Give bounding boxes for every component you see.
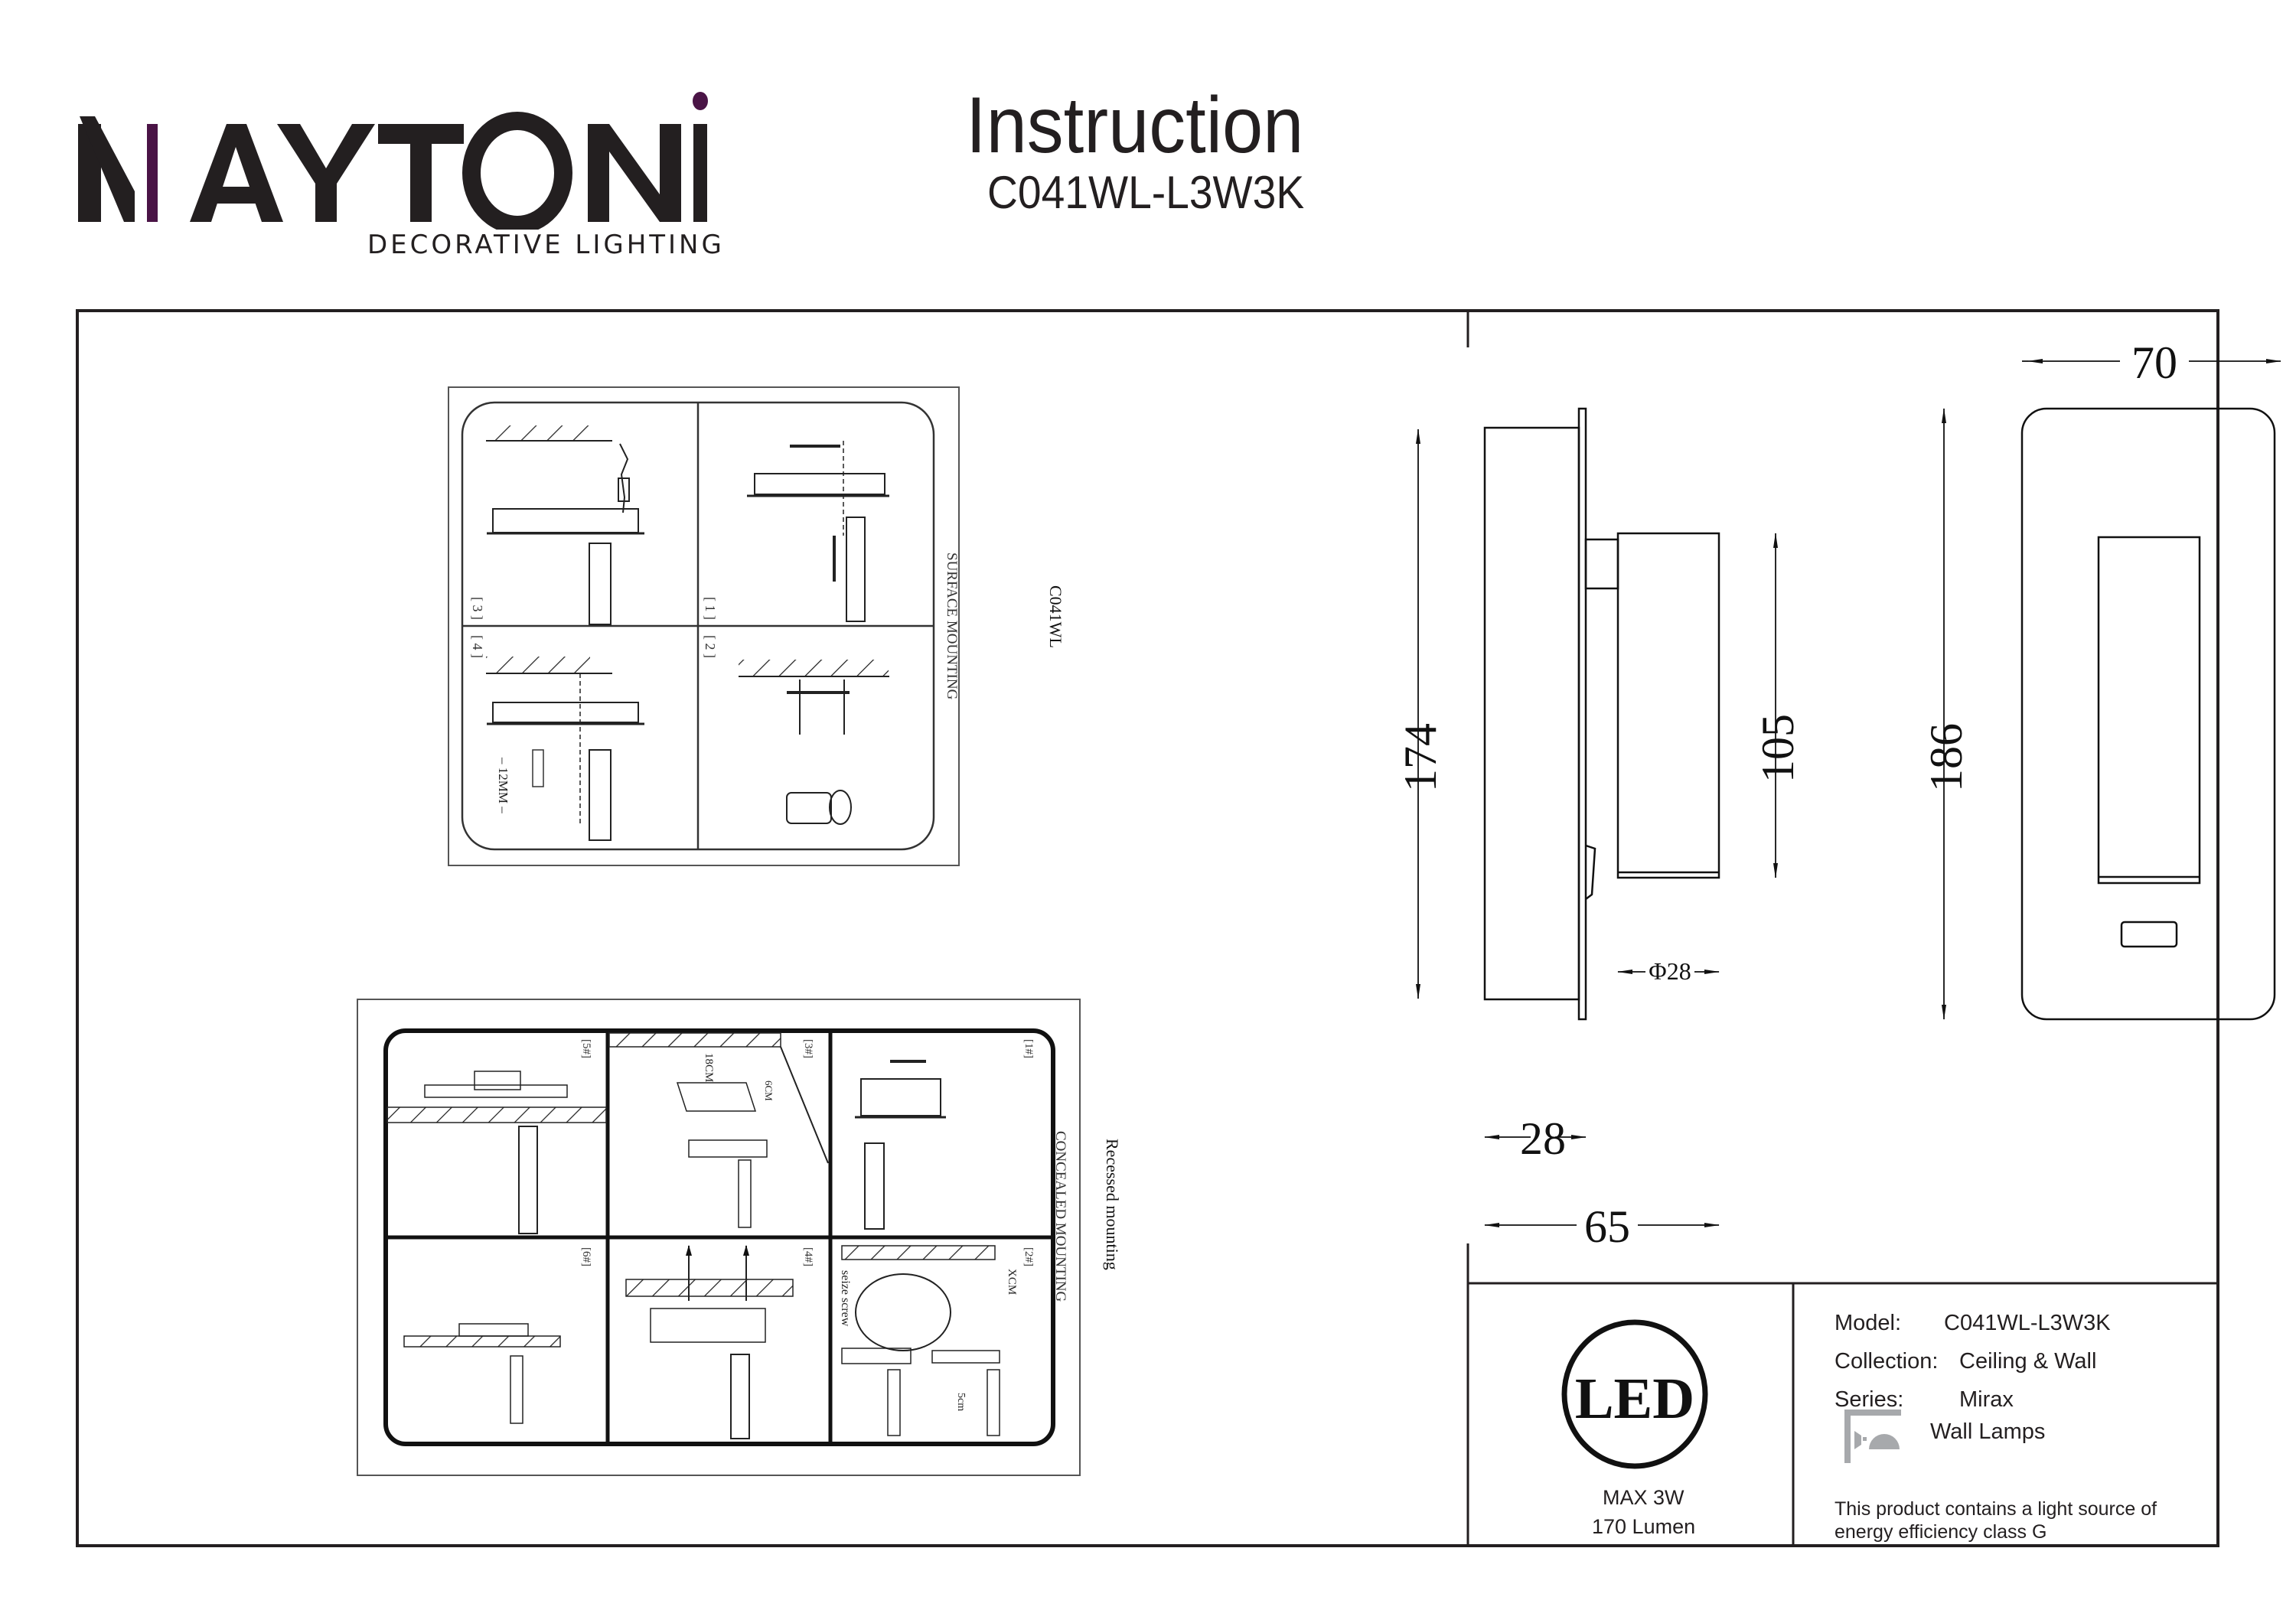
dim-front-width: 70: [2131, 337, 2177, 388]
side-view-drawing: [1483, 407, 1720, 1021]
front-head: [2097, 536, 2201, 885]
concealed-step-5: [5#]: [580, 1039, 592, 1058]
front-switch: [2120, 921, 2178, 948]
series-value: Mirax: [1959, 1387, 2014, 1412]
logo-accent-bar: [147, 124, 158, 222]
concealed-mounting-title: CONCEALED MOUNTING: [1052, 1131, 1068, 1302]
side-wall-plate: [1577, 407, 1587, 1021]
wall-lamp-icon: [1844, 1410, 1901, 1463]
surface-mounting-diagram: [448, 386, 960, 866]
hole-width-label: 18CM: [703, 1053, 715, 1082]
seize-screw-label: seize screw: [839, 1270, 852, 1327]
concealed-step-4: [4#]: [802, 1247, 814, 1266]
energy-note-line2: energy efficiency class G: [1835, 1521, 2047, 1543]
surface-step-3: [ 3 ]: [470, 597, 485, 620]
ceiling-thickness-label: XCM: [1006, 1269, 1018, 1295]
model-value: C041WL-L3W3K: [1944, 1311, 2111, 1335]
surface-step-2: [ 2 ]: [703, 635, 718, 658]
surface-side-label: C041WL: [1046, 585, 1065, 648]
power-rating: MAX 3W: [1603, 1486, 1684, 1509]
brand-logo: [73, 92, 709, 268]
collection-value: Ceiling & Wall: [1959, 1349, 2097, 1374]
recessed-mounting-label: Recessed mounting: [1103, 1139, 1122, 1270]
concealed-step-6: [6#]: [580, 1247, 592, 1266]
page-frame: [76, 309, 2219, 1547]
model-label: Model:: [1835, 1311, 1902, 1335]
front-view-drawing: [2020, 407, 2276, 1021]
collection-label: Collection:: [1835, 1349, 1939, 1374]
series-label: Series:: [1835, 1387, 1904, 1412]
led-badge-icon: LED: [1561, 1319, 1708, 1469]
dim-head-diameter: Φ28: [1649, 957, 1691, 985]
concealed-mounting-diagram: [357, 999, 1081, 1476]
energy-note-line1: This product contains a light source of: [1835, 1498, 2157, 1520]
lumen-rating: 170 Lumen: [1592, 1515, 1696, 1538]
logo-dot: [693, 92, 708, 110]
dim-front-height: 186: [1921, 723, 1971, 792]
dim-side-height: 174: [1395, 723, 1446, 792]
concealed-step-3: [3#]: [802, 1039, 814, 1058]
side-body: [1483, 426, 1580, 1001]
surface-mounting-title: SURFACE MOUNTING: [944, 552, 960, 700]
document-title: Instruction: [966, 81, 1304, 170]
dimension-labels: 174 105 186 70 28 65 Φ28: [1395, 337, 2177, 1252]
surface-screw-label: – 12MM –: [496, 757, 510, 813]
dim-head-length: 105: [1753, 714, 1803, 783]
category-label: Wall Lamps: [1930, 1419, 2046, 1444]
maytoni-wordmark: [78, 92, 708, 230]
document-model: C041WL-L3W3K: [987, 167, 1305, 218]
concealed-step-2: [2#]: [1022, 1247, 1035, 1266]
surface-step-1: [ 1 ]: [703, 597, 718, 620]
concealed-step-1: [1#]: [1022, 1039, 1035, 1058]
led-badge-text: LED: [1575, 1367, 1694, 1431]
screw-length-label: 5cm: [955, 1393, 967, 1411]
dim-body-depth: 28: [1520, 1113, 1566, 1164]
side-neck: [1584, 538, 1619, 590]
dimension-lines: [1416, 359, 2281, 1227]
hole-depth-label: 6CM: [763, 1080, 775, 1101]
surface-step-4: [ 4 ]: [470, 635, 485, 658]
dim-total-depth: 65: [1584, 1201, 1630, 1252]
side-head: [1616, 532, 1720, 879]
front-plate: [2020, 407, 2276, 1021]
brand-tagline: DECORATIVE LIGHTING: [367, 230, 725, 260]
side-switch: [1585, 844, 1596, 900]
